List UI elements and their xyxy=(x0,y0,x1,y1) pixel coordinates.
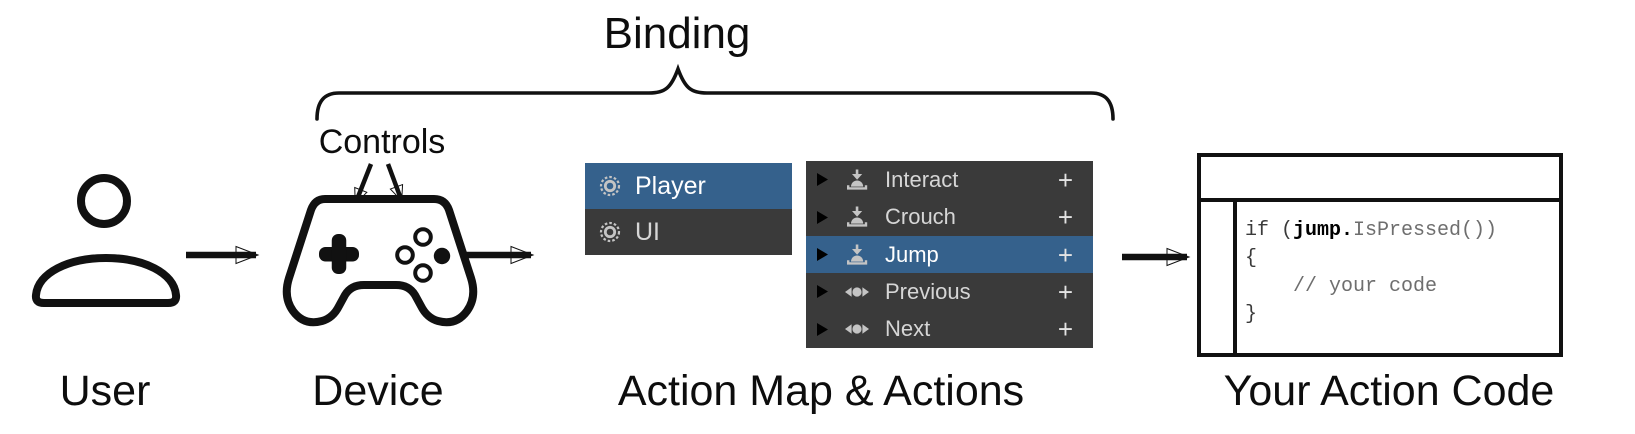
code-close-brace: } xyxy=(1245,303,1258,326)
action-map-row-ui[interactable]: UI xyxy=(585,209,792,255)
code-window-body: if (jump.IsPressed()) { // your code } xyxy=(1201,202,1559,357)
code-open-brace: { xyxy=(1245,247,1258,270)
button-press-icon xyxy=(846,244,868,266)
action-code-caption: Your Action Code xyxy=(1223,367,1555,415)
action-map-caption: Action Map & Actions xyxy=(617,367,1025,415)
code-jump-token: jump. xyxy=(1293,219,1354,242)
binding-label: Binding xyxy=(603,9,751,58)
add-binding-button[interactable]: + xyxy=(1057,276,1073,307)
foldout-triangle-icon[interactable] xyxy=(816,247,829,262)
add-binding-button[interactable]: + xyxy=(1057,314,1073,345)
add-binding-button[interactable]: + xyxy=(1057,164,1073,195)
controls-label: Controls xyxy=(318,123,446,161)
code-window: if (jump.IsPressed()) { // your code } xyxy=(1197,153,1563,357)
axis-icon xyxy=(843,318,871,340)
action-map-panel: Player UI xyxy=(585,163,792,255)
action-map-icon xyxy=(598,174,622,198)
foldout-triangle-icon[interactable] xyxy=(816,172,829,187)
foldout-triangle-icon[interactable] xyxy=(816,210,829,225)
face-buttons-icon xyxy=(395,227,451,283)
actions-panel: Interact + Crouch + Jump + Previous + Ne… xyxy=(806,161,1093,349)
add-binding-button[interactable]: + xyxy=(1057,239,1073,270)
action-row-next[interactable]: Next + xyxy=(806,310,1093,349)
button-press-icon xyxy=(846,206,868,228)
pressed-button-dot xyxy=(433,247,451,265)
action-map-row-player[interactable]: Player xyxy=(585,163,792,209)
add-binding-button[interactable]: + xyxy=(1057,202,1073,233)
action-label: Jump xyxy=(885,241,939,267)
action-label: Crouch xyxy=(885,204,956,230)
button-press-icon xyxy=(846,169,868,191)
code-snippet: if (jump.IsPressed()) { // your code } xyxy=(1245,202,1559,329)
device-caption: Device xyxy=(312,367,444,415)
action-label: Interact xyxy=(885,166,959,192)
action-row-jump[interactable]: Jump + xyxy=(806,235,1093,274)
action-map-label: UI xyxy=(635,217,660,246)
action-row-previous[interactable]: Previous + xyxy=(806,273,1093,311)
gamepad-icon xyxy=(282,195,478,327)
foldout-triangle-icon[interactable] xyxy=(816,322,829,337)
user-caption: User xyxy=(59,367,151,415)
code-gutter-line xyxy=(1233,202,1237,357)
code-window-titlebar xyxy=(1201,157,1559,202)
code-ispressed-token: IsPressed()) xyxy=(1353,219,1498,242)
code-comment: // your code xyxy=(1245,275,1438,298)
action-label: Next xyxy=(885,316,931,342)
action-map-label: Player xyxy=(635,171,706,200)
axis-icon xyxy=(843,281,871,303)
foldout-triangle-icon[interactable] xyxy=(816,284,829,299)
dpad-icon xyxy=(319,234,359,274)
action-map-icon xyxy=(598,220,622,244)
action-row-crouch[interactable]: Crouch + xyxy=(806,198,1093,236)
user-person-icon xyxy=(31,174,181,307)
action-row-interact[interactable]: Interact + xyxy=(806,161,1093,199)
action-label: Previous xyxy=(885,278,971,304)
code-if: if ( xyxy=(1245,219,1294,242)
binding-brace xyxy=(315,63,1115,121)
